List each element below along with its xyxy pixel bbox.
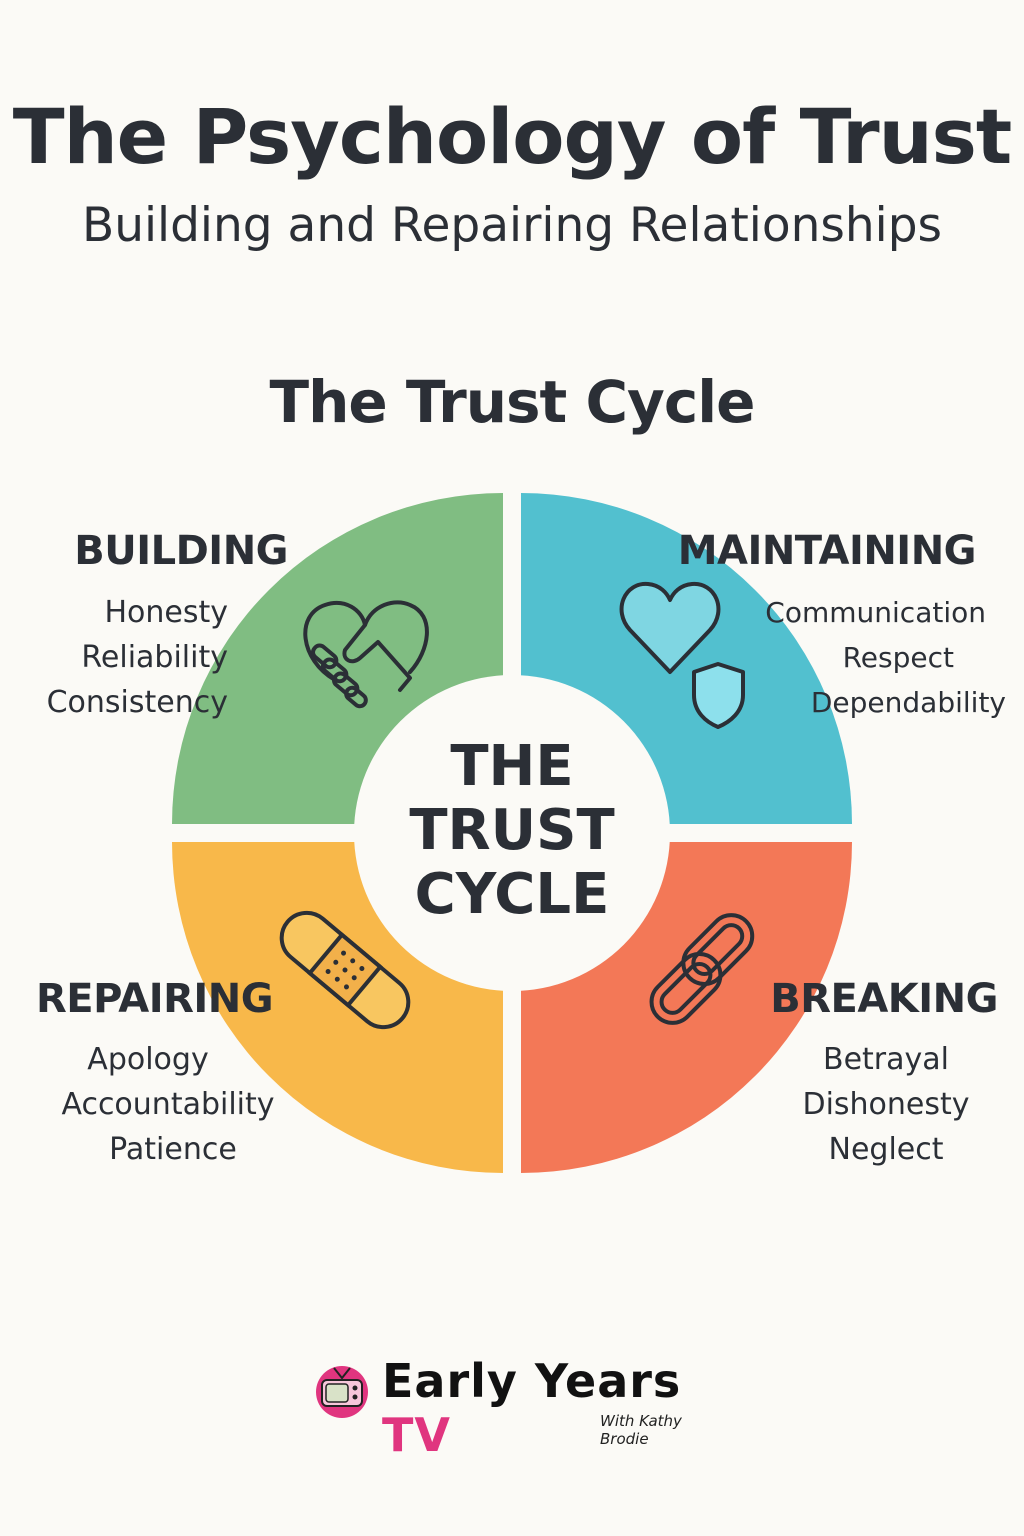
page-title: The Psychology of Trust xyxy=(12,92,1013,181)
heart-shield-icon xyxy=(619,581,745,729)
handshake-heart-icon xyxy=(303,600,429,709)
center-line: CYCLE xyxy=(414,862,610,927)
center-label: THE TRUST CYCLE xyxy=(362,735,662,927)
list-item: Consistency xyxy=(46,685,228,720)
list-item: Reliability xyxy=(81,640,228,675)
logo-title: Early Years TV xyxy=(382,1354,732,1462)
logo-main-text: Early Years xyxy=(382,1354,682,1408)
list-item: Communication xyxy=(765,596,986,629)
logo-tv-text: TV xyxy=(382,1408,451,1462)
list-item: Apology xyxy=(87,1042,209,1077)
list-item: Dishonesty xyxy=(802,1087,970,1122)
list-item: Respect xyxy=(842,641,954,674)
center-circle xyxy=(354,675,670,991)
list-item: Accountability xyxy=(61,1087,275,1122)
page-subtitle: Building and Repairing Relationships xyxy=(81,198,943,253)
list-item: Patience xyxy=(109,1132,237,1167)
breaking-label: BREAKING xyxy=(770,976,998,1022)
building-label: BUILDING xyxy=(74,528,288,574)
broken-chain-icon xyxy=(649,913,755,1025)
repairing-label: REPAIRING xyxy=(36,976,274,1022)
cycle-title: The Trust Cycle xyxy=(269,368,756,436)
maintaining-items: Communication Respect Dependability xyxy=(765,590,1006,725)
building-section: BUILDING xyxy=(74,528,288,574)
list-item: Honesty xyxy=(104,595,228,630)
center-line: TRUST xyxy=(409,798,615,863)
maintaining-label: MAINTAINING xyxy=(677,528,977,574)
early-years-tv-logo: Early Years TV With Kathy Brodie xyxy=(312,1352,732,1462)
list-item: Betrayal xyxy=(823,1042,949,1077)
breaking-items: Betrayal Dishonesty Neglect xyxy=(786,1037,986,1172)
logo-subtitle: With Kathy Brodie xyxy=(600,1412,682,1448)
list-item: Neglect xyxy=(828,1132,944,1167)
center-line: THE xyxy=(450,734,574,799)
bandage-icon xyxy=(279,910,411,1030)
tv-icon xyxy=(316,1366,368,1418)
list-item: Dependability xyxy=(810,686,1006,719)
building-items: Honesty Reliability Consistency xyxy=(47,590,228,725)
repairing-items: Apology Accountability Patience xyxy=(48,1037,288,1172)
